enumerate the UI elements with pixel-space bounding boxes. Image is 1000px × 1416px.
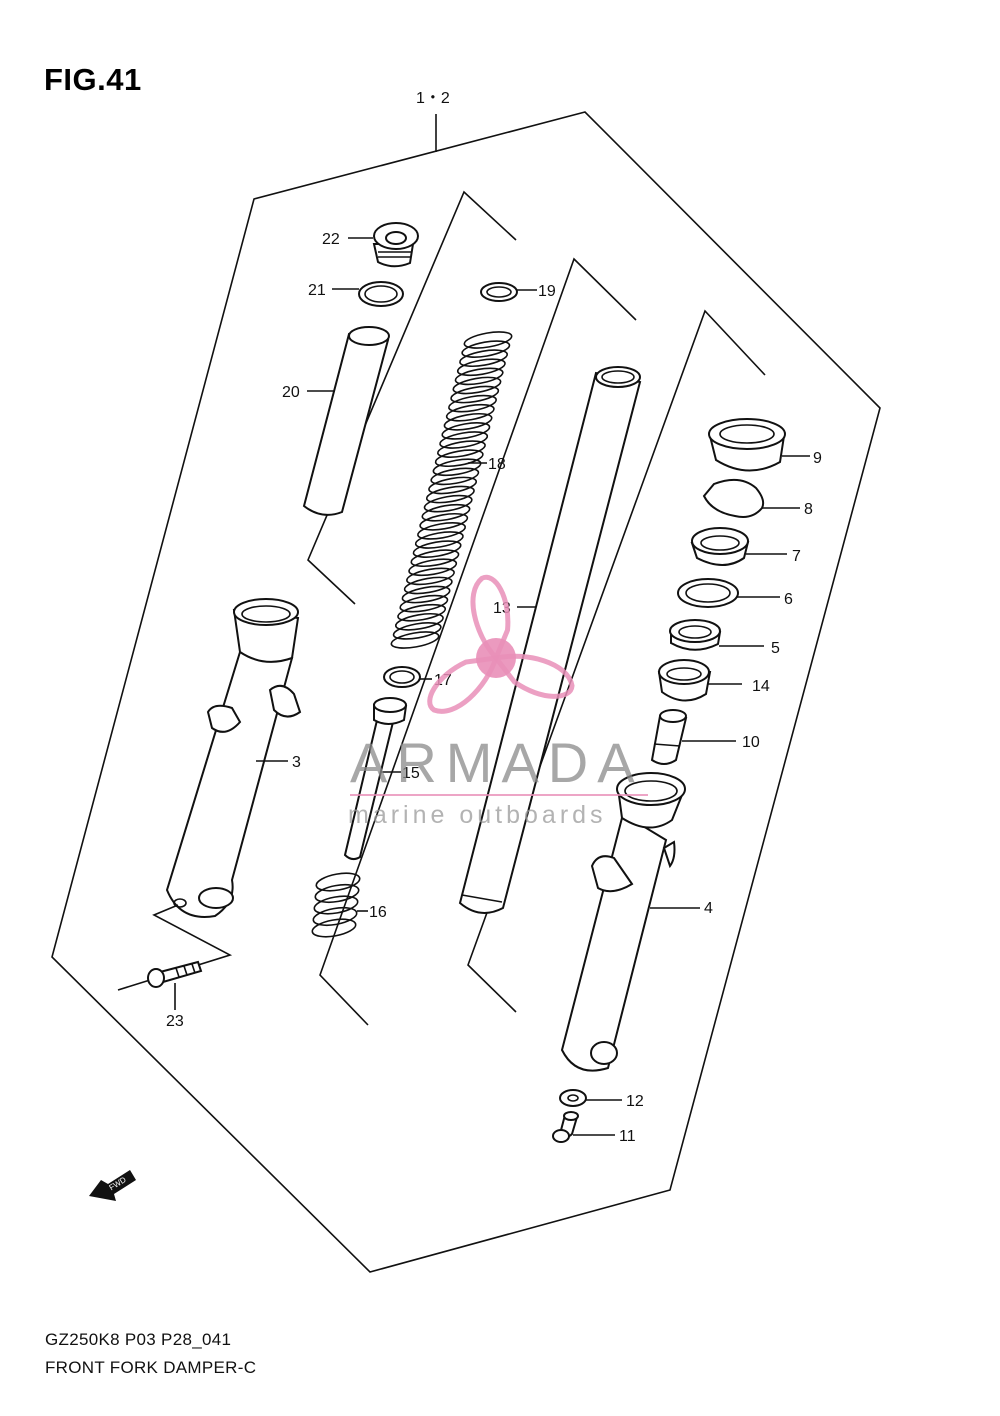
assembly-outline	[51, 111, 881, 1273]
callout-5: 5	[771, 640, 780, 657]
callout-labels: 22 21 20 19 18 17 16 15 13 3 23 9 8 7 6 …	[166, 231, 822, 1145]
panel-inner-tube-group	[467, 309, 766, 1013]
part-3-outer-tube-left	[165, 598, 302, 918]
part-7-oil-seal	[690, 527, 750, 566]
part-15-damper-rod	[343, 697, 408, 861]
part-23-bolt	[147, 960, 203, 988]
callout-6: 6	[784, 591, 793, 608]
part-14-bushing	[657, 659, 712, 702]
callout-7: 7	[792, 548, 801, 565]
callout-12: 12	[626, 1093, 644, 1110]
callout-22: 22	[322, 231, 340, 248]
part-19-ring	[480, 282, 518, 302]
figure-code: GZ250K8 P03 P28_041	[45, 1330, 232, 1349]
panel-spring-group	[307, 190, 517, 605]
callout-15: 15	[402, 765, 420, 782]
part-5-slide-bushing	[669, 619, 722, 651]
callout-19: 19	[538, 283, 556, 300]
assembly-label: 1・2	[416, 90, 450, 107]
propeller-logo-icon	[427, 574, 575, 714]
callout-21: 21	[308, 282, 326, 299]
part-9-dust-seal	[708, 418, 786, 472]
part-17-ring	[383, 666, 421, 688]
callout-20: 20	[282, 384, 300, 401]
part-12-gasket	[559, 1089, 587, 1107]
watermark: ARMADA marine outboards	[348, 574, 648, 829]
callout-23: 23	[166, 1013, 184, 1030]
callout-8: 8	[804, 501, 813, 518]
part-13-inner-tube	[458, 366, 642, 914]
callout-16: 16	[369, 904, 387, 921]
part-10-oil-lock-piece	[650, 709, 688, 765]
callout-14: 14	[752, 678, 770, 695]
callout-10: 10	[742, 734, 760, 751]
callout-9: 9	[813, 450, 822, 467]
part-4-outer-tube-right	[560, 772, 686, 1072]
part-8-stopper-ring	[702, 478, 765, 518]
part-11-bolt	[552, 1111, 579, 1143]
fwd-direction-arrow-icon: FWD	[89, 1170, 136, 1201]
figure-name: FRONT FORK DAMPER-C	[45, 1358, 257, 1377]
watermark-tagline: marine outboards	[348, 801, 607, 829]
callout-4: 4	[704, 900, 713, 917]
part-22-cap-bolt	[372, 222, 419, 268]
watermark-brand: ARMADA	[350, 731, 644, 794]
panel-damper-group	[319, 257, 637, 1026]
callout-18: 18	[488, 456, 506, 473]
part-20-spacer-tube	[302, 326, 390, 516]
callout-3: 3	[292, 754, 301, 771]
part-16-rebound-spring	[311, 872, 361, 938]
figure-title: FIG.41	[44, 62, 142, 97]
callout-11: 11	[619, 1128, 636, 1145]
